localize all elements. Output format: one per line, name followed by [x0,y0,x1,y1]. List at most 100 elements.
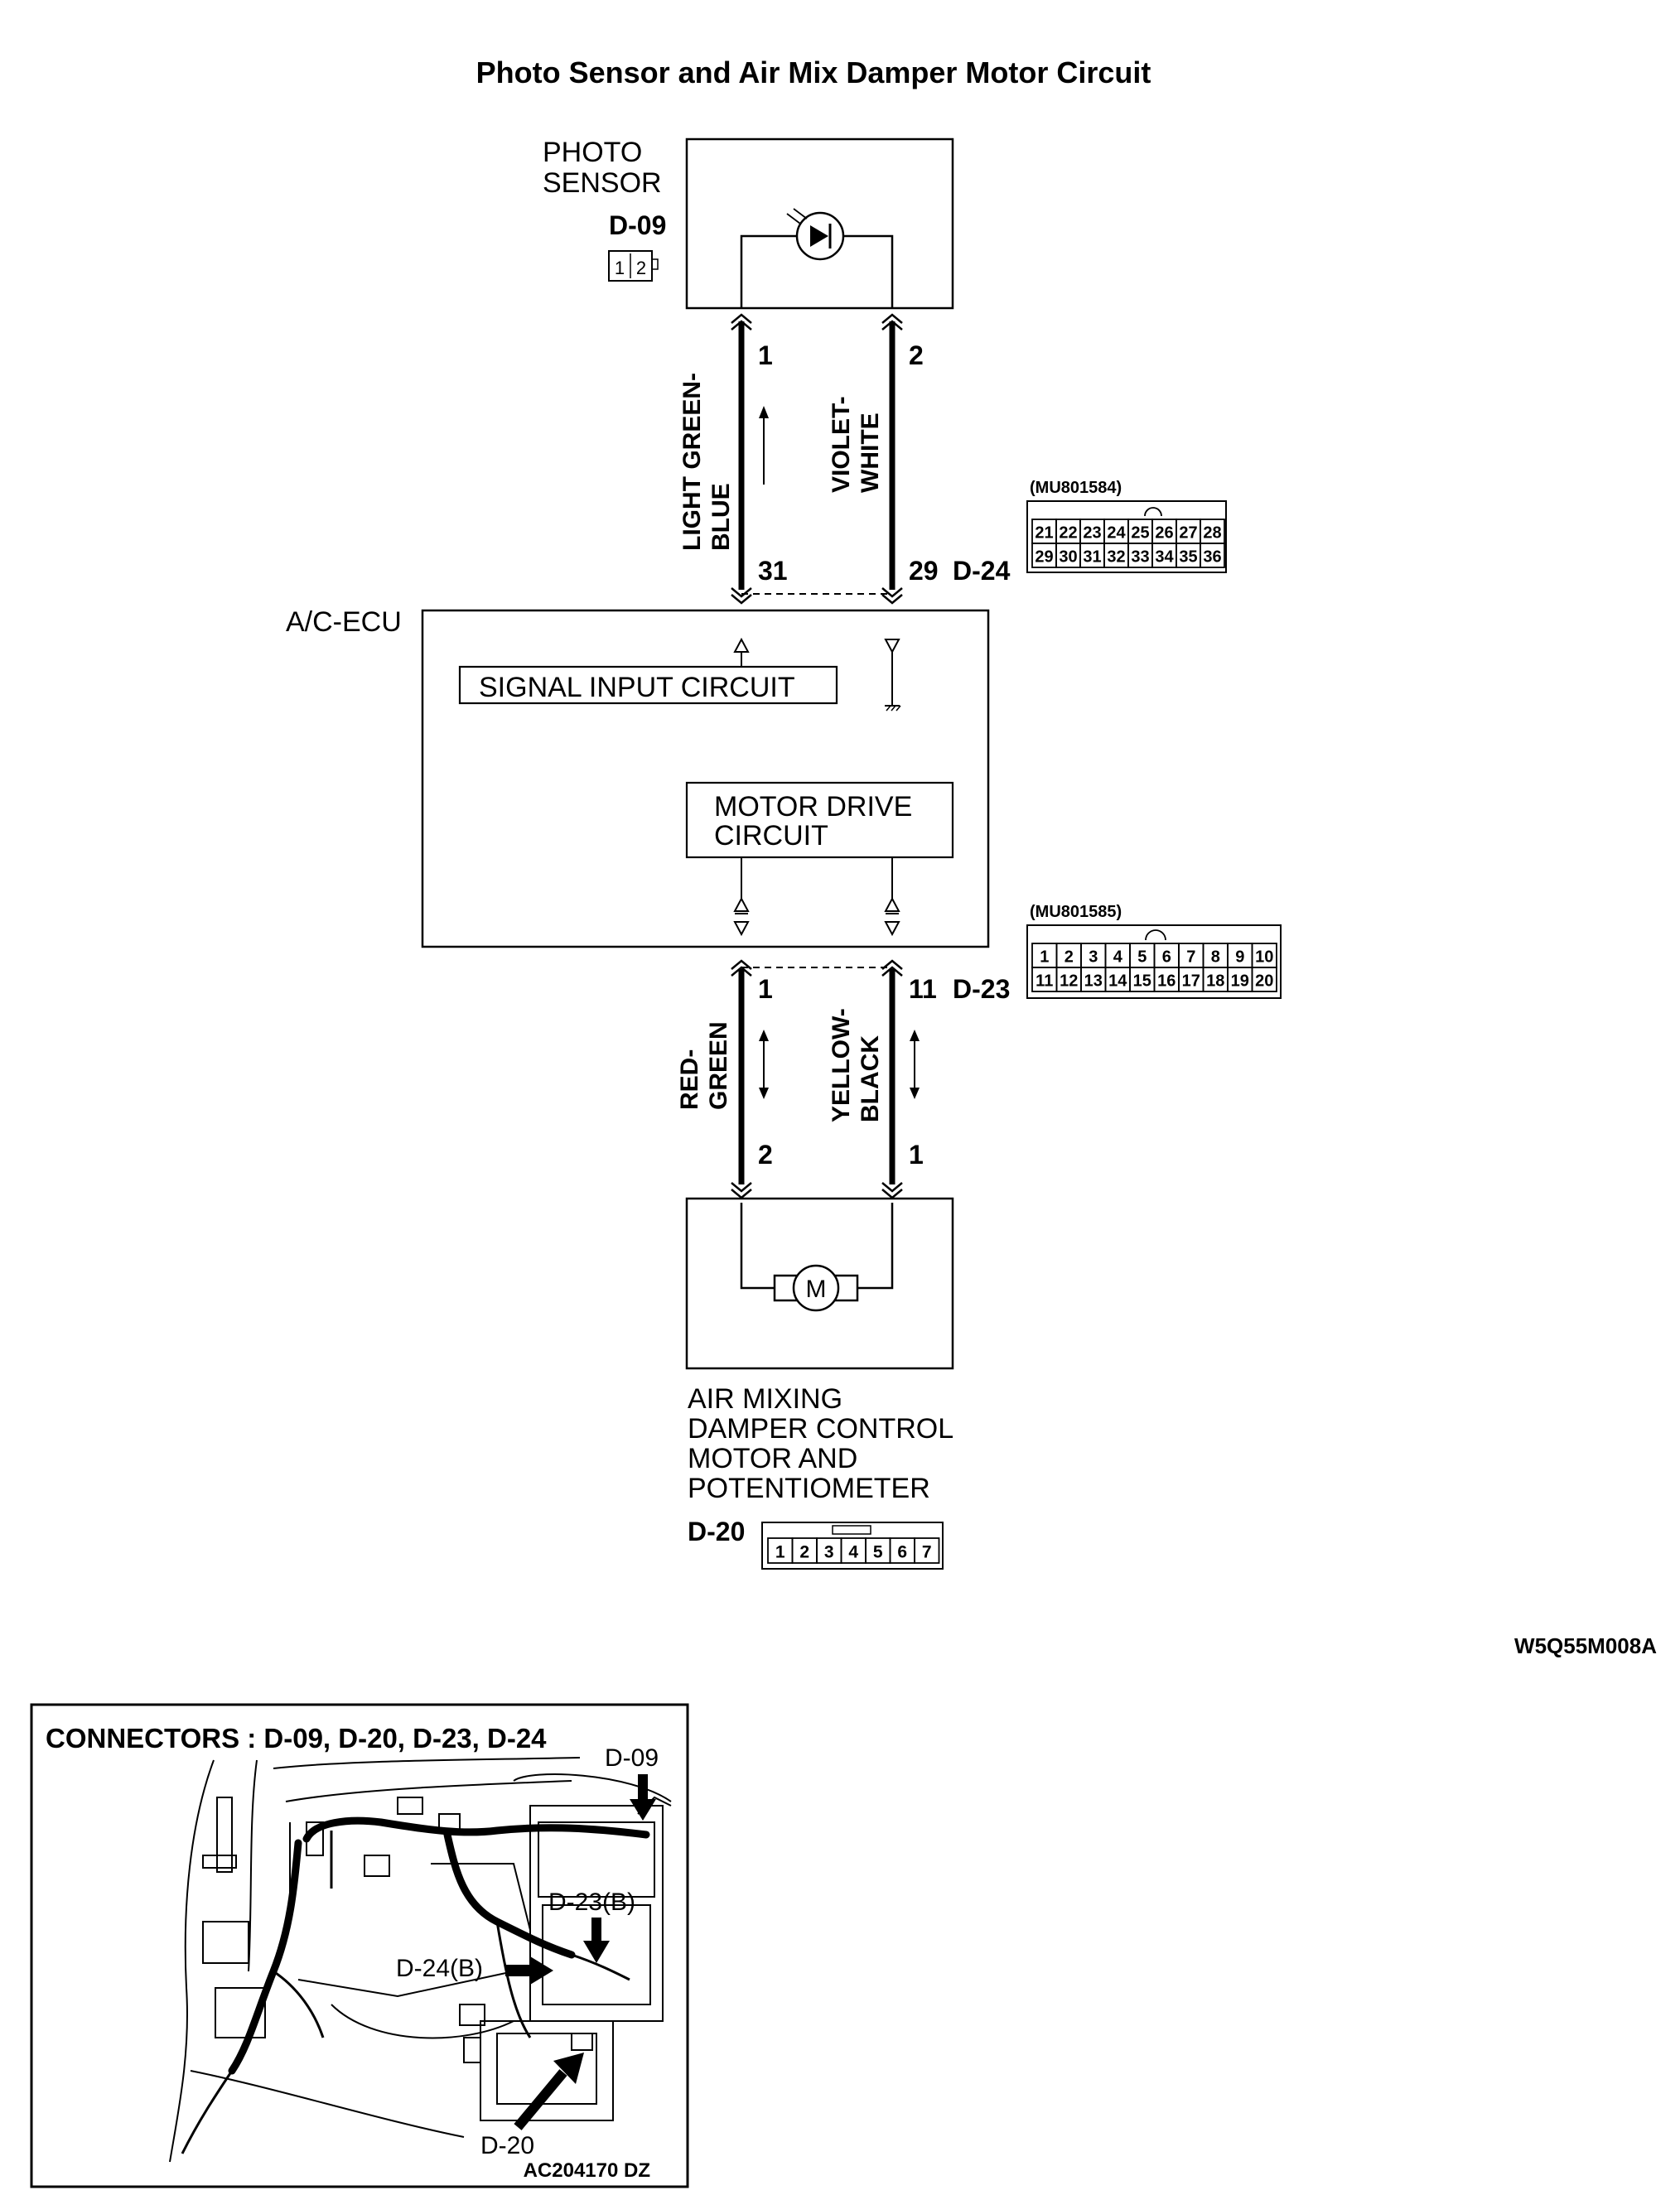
connector-pin-number: 10 [1255,948,1273,967]
connector-pin-number: 24 [1107,524,1126,543]
connector-pin-number: 9 [1235,948,1244,967]
motor-label-4: POTENTIOMETER [688,1473,930,1504]
wire-color-label: LIGHT GREEN- [678,373,706,551]
connector-pin-number: 2 [1064,948,1074,967]
connector-pin-number: 36 [1203,548,1221,567]
wire-color-label: GREEN [705,1021,732,1110]
connector-pin-number: 4 [1113,948,1123,967]
part-number: (MU801585) [1030,903,1122,921]
photodiode-icon [786,208,845,261]
connector-pin-number: 5 [873,1542,883,1561]
motor-label: AIR MIXING [688,1383,842,1415]
photo-sensor: PHOTO SENSOR D-09 1 2 [543,137,954,310]
photo-sensor-label-2: SENSOR [543,167,662,199]
connector-pin-cell [914,1537,940,1564]
arrow-down-icon [630,1774,656,1821]
connector-pin-number: 28 [1203,524,1221,543]
wire-color-label: WHITE [857,412,884,493]
motor-connector-id: D-20 [688,1517,745,1546]
connectors-location-inset: CONNECTORS : D-09, D-20, D-23, D-24 [30,1703,689,2188]
connector-icon-d09: 1 2 [608,250,659,282]
connector-pin-number: 26 [1155,524,1173,543]
connector-pin-number: 34 [1155,548,1174,567]
motor-label-3: MOTOR AND [688,1443,857,1474]
svg-text:2: 2 [636,258,646,278]
dashboard-illustration [169,1757,672,2163]
connector-pin-number: 4 [848,1542,858,1561]
connector-pin-number: 20 [1255,972,1273,991]
callout-d24: D-24(B) [396,1955,483,1982]
connector-pin-number: 5 [1137,948,1147,967]
connector-pin-number: 15 [1133,972,1151,991]
connector-pin-number: 31 [1083,548,1101,567]
svg-text:M: M [806,1276,827,1303]
wire-color-label: RED- [676,1049,703,1110]
connector-pin-number: 29 [1035,548,1053,567]
diagram-title: Photo Sensor and Air Mix Damper Motor Ci… [476,55,1151,89]
connector-pin-number: 25 [1131,524,1149,543]
connector-pin-number: 2 [799,1542,809,1561]
air-mix-damper-motor: M AIR MIXING DAMPER CONTROL MOTOR AND PO… [685,1197,954,1570]
connector-pin-cell [1251,967,1277,992]
connector-pin-number: 13 [1084,972,1103,991]
connector-pin-number: 11 [1036,972,1053,991]
wire-color-label: BLUE [707,483,735,551]
wire-color-label: VIOLET- [828,396,855,493]
connector-pin-number: 3 [824,1542,834,1561]
svg-text:1: 1 [615,258,625,278]
wire-color-label: YELLOW- [828,1008,855,1122]
pin-number: 11 [909,974,937,1004]
connector-pin-number: 21 [1035,524,1053,543]
connector-pin-number: 22 [1059,524,1077,543]
connector-pin-number: 19 [1231,972,1249,991]
callout-d20: D-20 [480,2132,534,2159]
connector-pin-number: 32 [1107,548,1125,567]
connector-pin-number: 27 [1179,524,1197,543]
connector-pin-number: 8 [1211,948,1220,967]
connector-pin-number: 6 [1162,948,1171,967]
connector-pin-number: 23 [1083,524,1101,543]
pin-number: 1 [758,340,773,370]
motor-icon: M [773,1264,859,1312]
lower-wires: 1 11 D-23 2 1 RED- GREEN YELLOW- BLACK [676,959,1010,1199]
ecu-upper-connector-id: D-24 [953,556,1011,586]
arrow-up-right-icon [514,2053,584,2130]
connector-pin-number: 6 [897,1542,907,1561]
arrow-right-icon [505,1956,553,1985]
callout-d23: D-23(B) [548,1889,635,1916]
inset-figure-code: AC204170 DZ [524,2159,650,2182]
connector-pin-number: 1 [775,1542,785,1561]
pin-number: 29 [909,556,939,586]
motor-label-2: DAMPER CONTROL [688,1413,953,1445]
pin-number: 2 [758,1140,773,1170]
callout-d09: D-09 [605,1744,659,1772]
part-number: (MU801584) [1030,479,1122,497]
connector-pin-number: 7 [922,1542,932,1561]
ecu-lower-connector-id: D-23 [953,974,1010,1004]
photo-sensor-label: PHOTO [543,137,642,168]
connector-pin-number: 33 [1131,548,1149,567]
wiring-harness [228,1816,650,2075]
motor-drive-circuit-2: CIRCUIT [714,820,828,851]
ac-ecu: A/C-ECU SIGNAL INPUT CIRCUIT MOTOR DRIVE… [286,606,990,948]
ground-icon [885,705,901,712]
signal-input-circuit: SIGNAL INPUT CIRCUIT [479,672,795,703]
wire-color-label: BLACK [857,1035,884,1122]
connector-pin-number: 12 [1060,972,1078,991]
connector-pin-number: 18 [1206,972,1224,991]
connector-pin-number: 17 [1182,972,1200,991]
bidirectional-icon [884,857,900,937]
connector-pin-number: 16 [1157,972,1176,991]
connector-pin-number: 7 [1186,948,1195,967]
diagram-code: W5Q55M008A [1514,1633,1657,1658]
pin-number: 31 [758,556,788,586]
wiring-harness-thin [181,1831,630,2154]
connector-face-d24: (MU801584) 21 22 23 24 25 26 27 28 29 30 31 32 33 34 3… [1026,479,1227,573]
connector-pin-number: 1 [1040,948,1049,967]
connector-pin-number: 30 [1059,548,1077,567]
photo-sensor-connector-id: D-09 [609,210,666,240]
pin-number: 1 [758,974,773,1004]
